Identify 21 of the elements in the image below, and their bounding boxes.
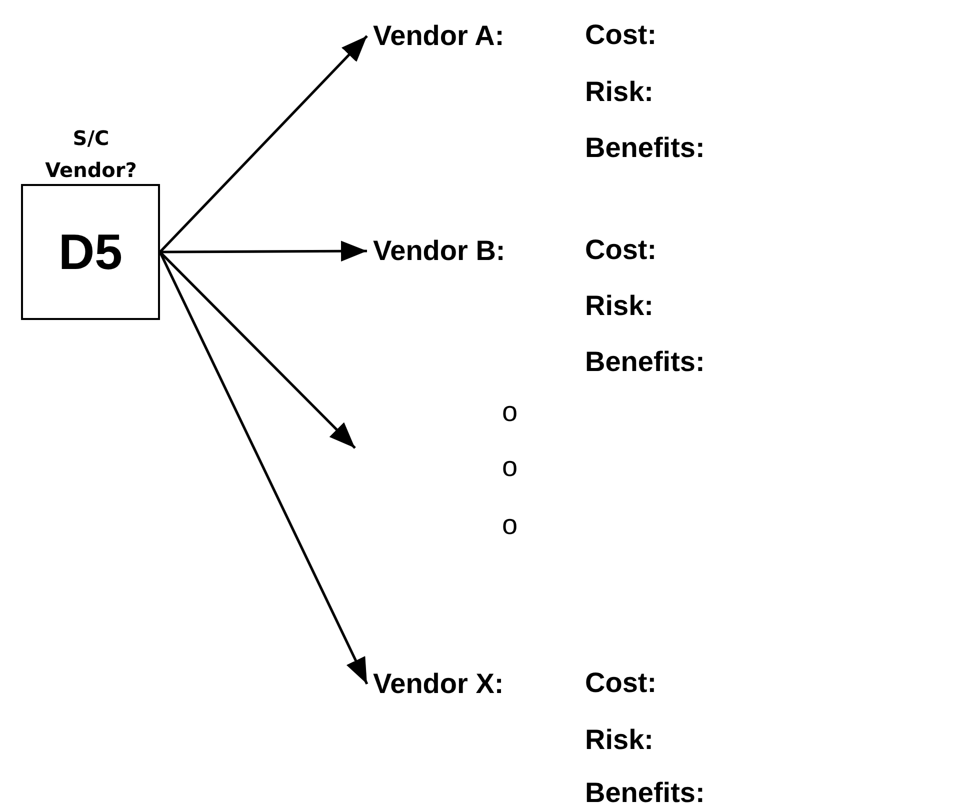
arrow — [159, 35, 368, 253]
continuation-mark: o — [502, 396, 518, 428]
arrow — [160, 240, 367, 262]
option-label: Vendor B: — [373, 235, 506, 267]
criterion-label: Benefits: — [585, 346, 705, 378]
criterion-label: Benefits: — [585, 132, 705, 164]
decision-box: D5 — [21, 184, 160, 320]
criterion-label: Cost: — [585, 234, 657, 266]
criterion-label: Risk: — [585, 76, 654, 108]
continuation-mark: o — [502, 451, 518, 483]
continuation-mark: o — [502, 509, 518, 541]
criterion-label: Benefits: — [585, 780, 705, 805]
arrow — [158, 251, 368, 685]
box-heading: S/C Vendor? — [44, 125, 138, 184]
option-label: Vendor X: — [373, 668, 504, 700]
option-label: Vendor A: — [373, 20, 504, 52]
arrow — [159, 251, 356, 449]
criterion-label: Risk: — [585, 290, 654, 322]
criterion-label: Risk: — [585, 724, 654, 756]
criterion-label: Cost: — [585, 19, 657, 51]
criterion-label: Cost: — [585, 667, 657, 699]
